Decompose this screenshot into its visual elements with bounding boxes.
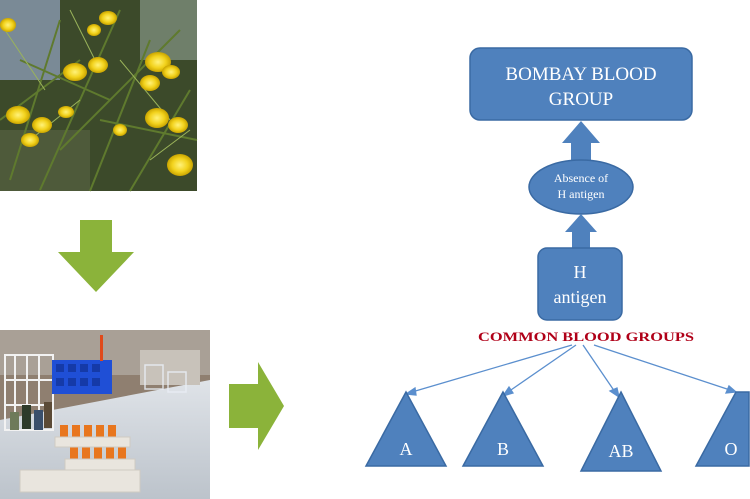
- group-label-o: O: [725, 439, 738, 459]
- lab-test-tubes-photo: [0, 330, 210, 499]
- down-arrow-icon: [58, 220, 134, 292]
- ellipse-line2: H antigen: [558, 187, 605, 201]
- h-antigen-box: H antigen: [537, 247, 623, 321]
- group-label-a: A: [400, 439, 413, 459]
- right-arrow-icon: [229, 362, 284, 450]
- group-label-b: B: [497, 439, 509, 459]
- up-arrow-icon: [565, 214, 597, 249]
- blood-group-triangle-o: O: [694, 391, 750, 467]
- blood-group-triangle-ab: AB: [579, 390, 663, 472]
- gorse-flower-photo: [0, 0, 198, 192]
- h-box-line2: antigen: [554, 287, 607, 307]
- bombay-blood-group-box: BOMBAY BLOOD GROUP: [469, 47, 693, 121]
- absence-of-h-antigen-ellipse: Absence of H antigen: [528, 159, 634, 215]
- h-box-line1: H: [574, 262, 587, 282]
- blood-group-triangle-a: A: [364, 390, 448, 467]
- blood-group-triangle-b: B: [461, 390, 545, 467]
- ellipse-line1: Absence of: [554, 171, 608, 185]
- group-label-ab: AB: [608, 441, 633, 461]
- up-arrow-icon: [562, 121, 600, 162]
- bombay-box-line1: BOMBAY BLOOD: [505, 64, 656, 85]
- group-connectors: [404, 344, 738, 399]
- bombay-box-line2: GROUP: [549, 89, 613, 110]
- common-blood-groups-label: COMMON BLOOD GROUPS: [478, 329, 694, 344]
